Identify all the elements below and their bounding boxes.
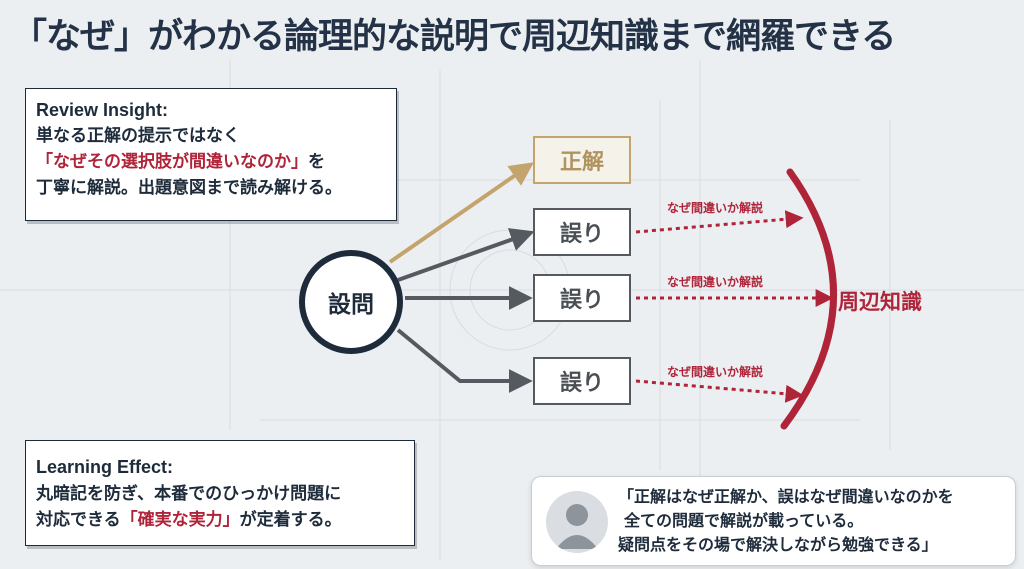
testimonial-quote: 「正解はなぜ正解か、誤はなぜ間違いなのかを 全ての問題で解説が載っている。 疑問… (618, 485, 954, 557)
review-line-2-suffix: を (308, 152, 325, 172)
review-insight-card: Review Insight: 単なる正解の提示ではなく 「なぜその選択肢が間違… (25, 88, 397, 221)
correct-answer-box: 正解 (533, 136, 631, 184)
dotted-arrow-1 (635, 210, 804, 234)
learning-highlight: 「確実な実力」 (120, 510, 240, 530)
review-line-2: 「なぜその選択肢が間違いなのか」を (36, 149, 386, 175)
review-highlight: 「なぜその選択肢が間違いなのか」 (36, 152, 308, 172)
learning-line-2-suffix: が定着する。 (239, 510, 342, 530)
user-avatar-icon (546, 491, 608, 553)
review-line-1: 単なる正解の提示ではなく (36, 126, 240, 146)
review-insight-heading: Review Insight: (36, 100, 169, 120)
quote-line-2: 全ての問題で解説が載っている。 (624, 511, 864, 530)
review-line-3: 丁寧に解説。出題意図まで読み解ける。 (36, 178, 342, 198)
learning-effect-heading: Learning Effect: (36, 457, 174, 477)
arrow-to-correct (388, 162, 534, 264)
peripheral-knowledge-label: 周辺知識 (838, 290, 922, 314)
quote-line-3: 疑問点をその場で解決しながら勉強できる」 (618, 535, 938, 554)
wrong-answer-box-1: 誤り (533, 208, 631, 256)
quote-line-1: 「正解はなぜ正解か、誤はなぜ間違いなのかを (618, 487, 954, 506)
testimonial-card: 「正解はなぜ正解か、誤はなぜ間違いなのかを 全ての問題で解説が載っている。 疑問… (531, 476, 1016, 566)
peripheral-knowledge-arc (780, 168, 837, 430)
learning-effect-card: Learning Effect: 丸暗記を防ぎ、本番でのひっかけ問題に 対応でき… (25, 440, 415, 546)
learning-line-2-prefix: 対応できる (36, 510, 121, 530)
why-wrong-label-3: なぜ間違いか解説 (667, 365, 764, 379)
page-title: 「なぜ」がわかる論理的な説明で周辺知識まで網羅できる (12, 17, 896, 57)
learning-line-2: 対応できる「確実な実力」が定着する。 (36, 507, 404, 533)
arrow-to-wrong-3 (396, 328, 533, 393)
why-wrong-label-1: なぜ間違いか解説 (667, 201, 764, 215)
learning-line-1: 丸暗記を防ぎ、本番でのひっかけ問題に (36, 484, 342, 504)
wrong-answer-box-3: 誤り (533, 357, 631, 405)
why-wrong-label-2: なぜ間違いか解説 (667, 275, 764, 289)
dotted-arrow-3 (635, 379, 804, 403)
wrong-answer-box-2: 誤り (533, 274, 631, 322)
arrow-to-wrong-1 (397, 228, 535, 282)
question-node: 設問 (299, 250, 403, 354)
